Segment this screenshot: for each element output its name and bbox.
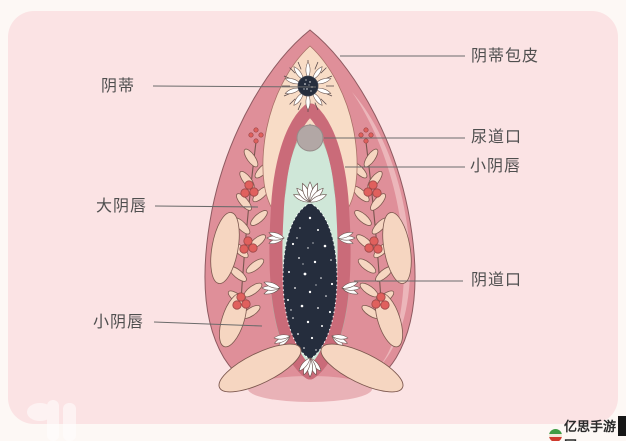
urethral-opening-circle <box>296 124 324 152</box>
connector-line-clitoris <box>152 85 317 88</box>
labia-minora-bands <box>269 103 351 380</box>
teardrop-bottom-highlight <box>248 376 372 402</box>
label-labia-minora-left: 小阴唇 <box>93 312 145 331</box>
label-vaginal-opening: 阴道口 <box>471 270 523 289</box>
connector-line-labia-minora-left <box>153 321 263 327</box>
label-labia-majora: 大阴唇 <box>96 196 148 215</box>
clitoris-starburst <box>282 60 334 112</box>
label-labia-minora-right: 小阴唇 <box>470 156 522 175</box>
star-speckles <box>287 216 334 351</box>
watermark-corner-block <box>618 416 626 436</box>
label-clitoris: 阴蒂 <box>101 76 136 95</box>
watermark-logo-icon <box>549 428 562 441</box>
label-urethral-opening: 尿道口 <box>471 127 523 146</box>
connector-line-labia-majora <box>154 205 259 208</box>
site-watermark: 亿思手游网 <box>549 416 626 441</box>
watermark-text: 亿思手游网 <box>564 420 617 441</box>
bottom-left-white-marks <box>27 400 76 441</box>
teardrop-right-highlight <box>352 92 411 372</box>
label-clitoral-hood: 阴蒂包皮 <box>471 46 540 65</box>
